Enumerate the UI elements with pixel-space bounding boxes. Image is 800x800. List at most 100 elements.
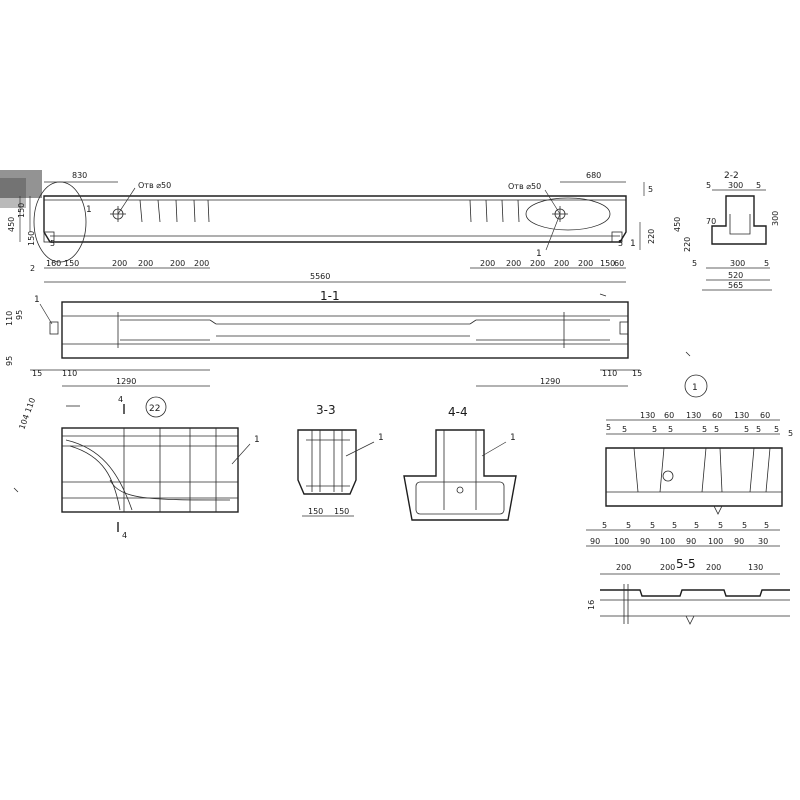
svg-text:5: 5 xyxy=(650,521,655,530)
right-end-highlight xyxy=(525,197,611,231)
svg-text:30: 30 xyxy=(758,537,768,546)
svg-text:300: 300 xyxy=(771,211,780,226)
svg-text:300: 300 xyxy=(728,181,743,190)
top-dim-left: 830 xyxy=(72,171,87,180)
svg-text:5: 5 xyxy=(718,521,723,530)
svg-text:5: 5 xyxy=(668,425,673,434)
svg-text:5: 5 xyxy=(706,181,711,190)
top-dim-right: 680 xyxy=(586,171,601,180)
svg-text:5: 5 xyxy=(672,521,677,530)
svg-text:5: 5 xyxy=(774,425,779,434)
svg-text:100: 100 xyxy=(708,537,723,546)
svg-text:90: 90 xyxy=(640,537,650,546)
svg-text:150: 150 xyxy=(64,259,79,268)
svg-text:110: 110 xyxy=(602,369,617,378)
height-lower: 150 xyxy=(27,231,36,246)
svg-text:90: 90 xyxy=(686,537,696,546)
svg-text:150: 150 xyxy=(334,507,349,516)
section-3-3: 3-3 1 150 150 xyxy=(297,403,384,517)
svg-text:200: 200 xyxy=(616,563,631,572)
svg-text:60: 60 xyxy=(712,411,722,420)
svg-text:100: 100 xyxy=(614,537,629,546)
end-dim-left: 5 xyxy=(50,239,55,248)
detail-1-circle-icon xyxy=(684,374,708,398)
svg-text:95: 95 xyxy=(15,310,24,320)
opening-left-label: Отв ⌀50 xyxy=(138,181,171,190)
section-2-2-title: 2-2 xyxy=(724,171,739,181)
section-3-3-callout: 1 xyxy=(378,433,384,443)
section-5-5: 5-5 200 200 200 130 16 xyxy=(587,557,790,625)
svg-text:200: 200 xyxy=(706,563,721,572)
svg-text:70: 70 xyxy=(706,217,716,226)
bottom-dims-right: 200 200 200 200 200 150 60 xyxy=(480,259,624,268)
svg-text:520: 520 xyxy=(728,271,743,280)
svg-text:5: 5 xyxy=(742,521,747,530)
detail-1-top-dims: 130 60 130 60 130 60 xyxy=(640,411,770,420)
left-end-highlight xyxy=(33,181,87,263)
svg-text:15: 15 xyxy=(632,369,642,378)
svg-text:5: 5 xyxy=(622,425,627,434)
svg-text:1290: 1290 xyxy=(540,377,560,386)
callout-right: 1 xyxy=(536,249,542,259)
svg-text:220: 220 xyxy=(683,237,692,252)
svg-text:150: 150 xyxy=(308,507,323,516)
svg-text:5: 5 xyxy=(692,259,697,268)
svg-text:5: 5 xyxy=(702,425,707,434)
plan-callout: 1 xyxy=(34,295,40,305)
bottom-dims-left: 160 150 200 200 200 200 xyxy=(46,259,209,268)
svg-text:130: 130 xyxy=(640,411,655,420)
detail-1-bottom-small: 5 5 5 5 5 5 5 5 xyxy=(602,521,769,530)
svg-text:200: 200 xyxy=(530,259,545,268)
scan-smudge xyxy=(0,170,42,208)
svg-text:5: 5 xyxy=(764,521,769,530)
svg-text:200: 200 xyxy=(506,259,521,268)
svg-text:565: 565 xyxy=(728,281,743,290)
svg-text:150: 150 xyxy=(600,259,615,268)
svg-text:200: 200 xyxy=(480,259,495,268)
svg-text:160: 160 xyxy=(46,259,61,268)
svg-text:130: 130 xyxy=(686,411,701,420)
svg-text:4: 4 xyxy=(118,395,123,404)
detail-1-opening-icon xyxy=(662,470,674,482)
svg-text:200: 200 xyxy=(194,259,209,268)
detail-22-circle-icon xyxy=(145,396,167,418)
svg-text:5: 5 xyxy=(756,181,761,190)
callout-left: 1 xyxy=(86,205,92,215)
svg-text:100: 100 xyxy=(660,537,675,546)
detail-1-top-small: 5 5 5 5 5 5 5 5 xyxy=(622,425,779,434)
svg-text:200: 200 xyxy=(138,259,153,268)
end-dim-right-top: 5 xyxy=(648,185,653,194)
svg-text:60: 60 xyxy=(664,411,674,420)
height-upper: 150 xyxy=(17,203,26,218)
svg-text:130: 130 xyxy=(734,411,749,420)
svg-text:5: 5 xyxy=(606,423,611,432)
section-4-4-callout: 1 xyxy=(510,433,516,443)
total-length: 5560 xyxy=(310,272,330,281)
opening-right-label: Отв ⌀50 xyxy=(508,182,541,191)
svg-text:5: 5 xyxy=(652,425,657,434)
svg-text:90: 90 xyxy=(590,537,600,546)
svg-text:110: 110 xyxy=(5,311,14,326)
section-2-2: 2-2 5 300 5 450 220 70 300 5 300 5 520 5… xyxy=(673,171,780,291)
svg-text:200: 200 xyxy=(578,259,593,268)
detail-22: 22 4 1 4 xyxy=(61,395,260,540)
svg-text:5: 5 xyxy=(694,521,699,530)
marker-left: 2 xyxy=(30,264,35,273)
svg-text:4: 4 xyxy=(122,531,127,540)
detail-22-callout: 1 xyxy=(254,435,260,445)
svg-text:1: 1 xyxy=(630,239,636,249)
svg-text:130: 130 xyxy=(748,563,763,572)
svg-text:22: 22 xyxy=(149,404,160,414)
svg-text:450: 450 xyxy=(673,217,682,232)
svg-text:90: 90 xyxy=(734,537,744,546)
plan-1-1-title: 1-1 xyxy=(320,289,340,303)
svg-text:200: 200 xyxy=(170,259,185,268)
svg-text:16: 16 xyxy=(587,600,596,610)
svg-text:5: 5 xyxy=(764,259,769,268)
svg-text:5: 5 xyxy=(788,429,793,438)
svg-text:300: 300 xyxy=(730,259,745,268)
svg-text:1: 1 xyxy=(692,383,698,393)
svg-text:110: 110 xyxy=(62,369,77,378)
svg-text:5: 5 xyxy=(602,521,607,530)
svg-text:5: 5 xyxy=(744,425,749,434)
